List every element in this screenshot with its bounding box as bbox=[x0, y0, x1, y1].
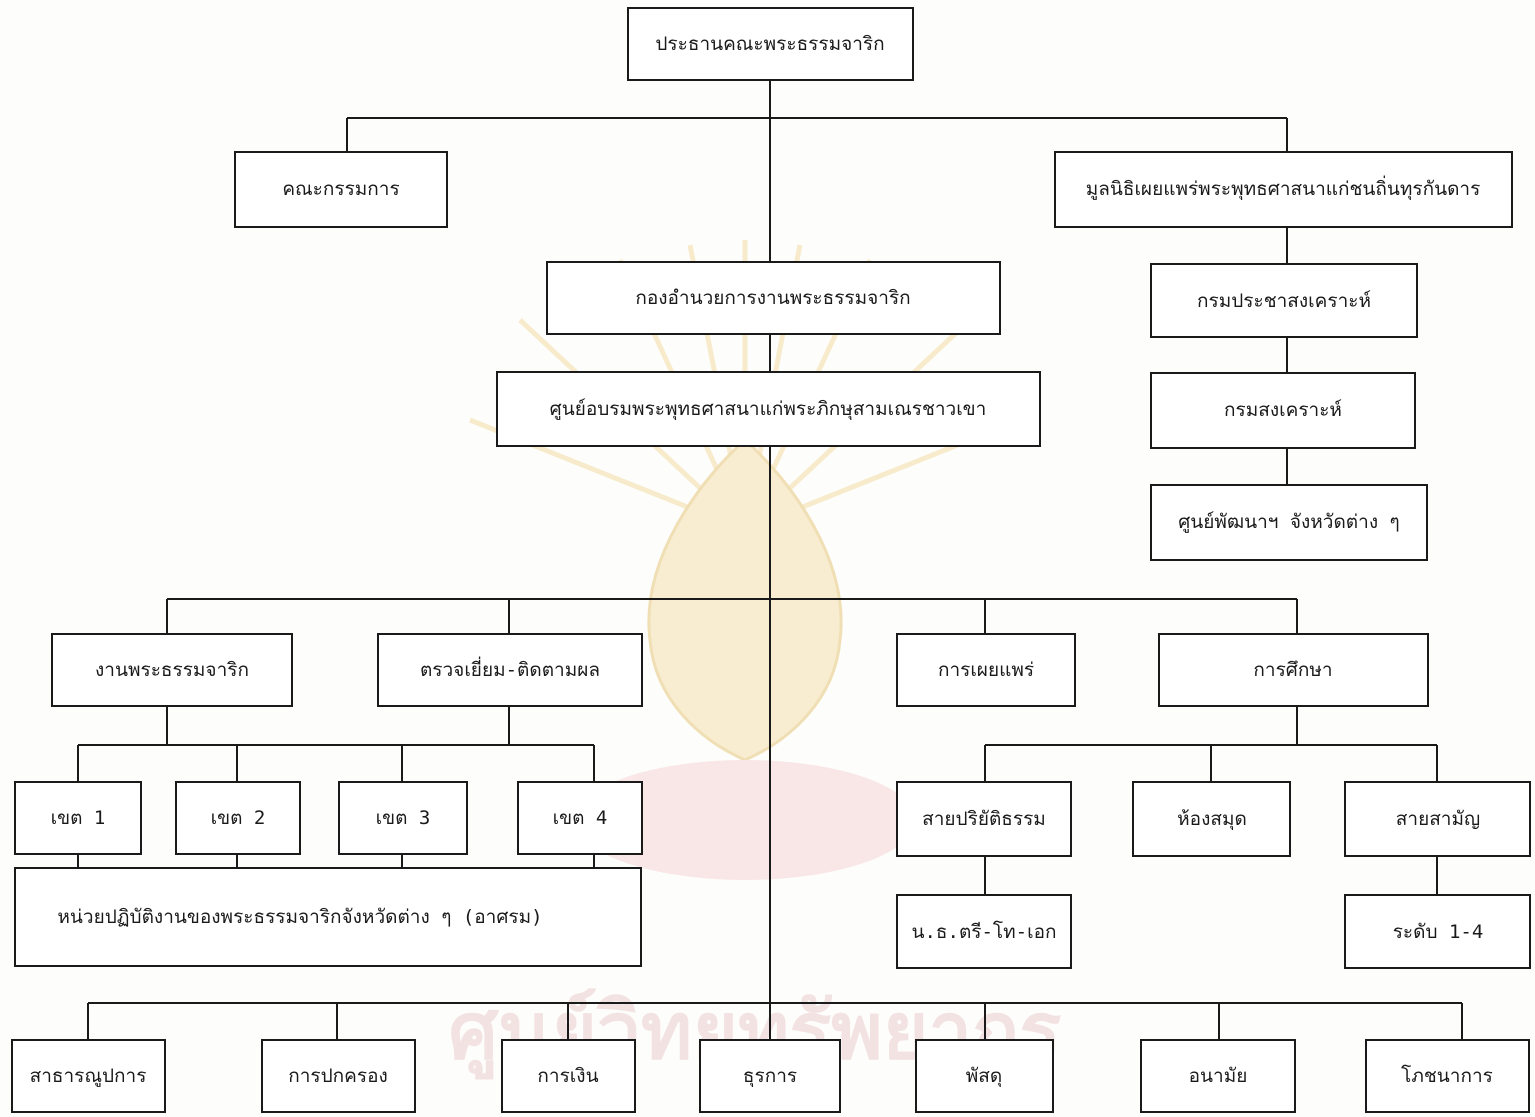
node-inspection: ตรวจเยี่ยม-ติดตามผล bbox=[377, 633, 643, 707]
node-label: สายสามัญ bbox=[1396, 808, 1480, 830]
node-welfare-dept: กรมสงเคราะห์ bbox=[1150, 372, 1416, 449]
node-zone-1: เขต 1 bbox=[14, 781, 142, 855]
node-finance: การเงิน bbox=[501, 1039, 636, 1113]
node-label: ธุรการ bbox=[743, 1065, 797, 1088]
node-label: เขต 1 bbox=[51, 807, 106, 829]
node-label: มูลนิธิเผยแพร่พระพุทธศาสนาแก่ชนถิ่นทุรกั… bbox=[1086, 175, 1481, 201]
watermark-base bbox=[575, 760, 915, 880]
node-dhamma-levels: น.ธ.ตรี-โท-เอก bbox=[896, 894, 1072, 969]
node-zone-2: เขต 2 bbox=[175, 781, 301, 855]
node-label: กรมประชาสงเคราะห์ bbox=[1197, 290, 1371, 312]
node-label: การเผยแพร่ bbox=[938, 659, 1034, 681]
node-foundation: มูลนิธิเผยแพร่พระพุทธศาสนาแก่ชนถิ่นทุรกั… bbox=[1054, 151, 1513, 228]
node-label: ระดับ 1-4 bbox=[1393, 921, 1484, 943]
node-label: การปกครอง bbox=[288, 1065, 388, 1087]
node-label: งานพระธรรมจาริก bbox=[95, 659, 249, 681]
node-education: การศึกษา bbox=[1158, 633, 1429, 707]
node-label: น.ธ.ตรี-โท-เอก bbox=[911, 920, 1056, 943]
node-health: อนามัย bbox=[1140, 1039, 1296, 1113]
node-label: สาธารณูปการ bbox=[30, 1065, 147, 1087]
node-label: ศูนย์พัฒนาฯ จังหวัดต่าง ๆ bbox=[1178, 511, 1400, 533]
node-training-center: ศูนย์อบรมพระพุทธศาสนาแก่พระภิกษุสามเณรชา… bbox=[496, 371, 1041, 447]
node-label: เขต 3 bbox=[376, 807, 431, 829]
node-label: ประธานคณะพระธรรมจาริก bbox=[655, 33, 884, 55]
node-label: การเงิน bbox=[537, 1065, 598, 1087]
node-label: อนามัย bbox=[1189, 1065, 1248, 1087]
node-label: เขต 2 bbox=[211, 807, 266, 829]
node-levels: ระดับ 1-4 bbox=[1344, 894, 1531, 969]
node-dhamma-track: สายปริยัติธรรม bbox=[896, 781, 1072, 857]
node-general-track: สายสามัญ bbox=[1344, 781, 1531, 857]
node-committee: คณะกรรมการ bbox=[234, 151, 448, 228]
node-units: หน่วยปฏิบัติงานของพระธรรมจาริกจังหวัดต่า… bbox=[14, 867, 642, 967]
node-nutrition: โภชนาการ bbox=[1365, 1039, 1530, 1113]
node-label: กรมสงเคราะห์ bbox=[1224, 399, 1342, 421]
node-public-welfare-dept: กรมประชาสงเคราะห์ bbox=[1150, 263, 1418, 338]
node-label: สายปริยัติธรรม bbox=[922, 808, 1046, 830]
node-label: คณะกรรมการ bbox=[282, 178, 399, 200]
node-label: หน่วยปฏิบัติงานของพระธรรมจาริกจังหวัดต่า… bbox=[57, 906, 542, 928]
node-public-works: สาธารณูปการ bbox=[11, 1039, 166, 1113]
node-propagation: การเผยแพร่ bbox=[896, 633, 1076, 707]
node-zone-4: เขต 4 bbox=[517, 781, 643, 855]
node-label: ศูนย์อบรมพระพุทธศาสนาแก่พระภิกษุสามเณรชา… bbox=[550, 398, 987, 421]
node-library: ห้องสมุด bbox=[1132, 781, 1291, 857]
node-supplies: พัสดุ bbox=[915, 1039, 1054, 1113]
node-label: การศึกษา bbox=[1253, 659, 1332, 681]
node-provincial-centers: ศูนย์พัฒนาฯ จังหวัดต่าง ๆ bbox=[1150, 484, 1428, 561]
node-directorate: กองอำนวยการงานพระธรรมจาริก bbox=[546, 261, 1001, 335]
node-zone-3: เขต 3 bbox=[338, 781, 468, 855]
node-label: กองอำนวยการงานพระธรรมจาริก bbox=[635, 287, 910, 309]
node-label: ตรวจเยี่ยม-ติดตามผล bbox=[420, 656, 600, 681]
node-label: ห้องสมุด bbox=[1177, 808, 1247, 831]
connectors bbox=[77, 80, 1463, 1040]
node-administration: การปกครอง bbox=[261, 1039, 416, 1113]
node-clerical: ธุรการ bbox=[699, 1039, 841, 1113]
node-label: พัสดุ bbox=[966, 1065, 1002, 1088]
node-label: เขต 4 bbox=[553, 807, 608, 829]
node-label: โภชนาการ bbox=[1401, 1064, 1493, 1087]
node-chairman: ประธานคณะพระธรรมจาริก bbox=[627, 7, 914, 81]
node-dhammacarik-work: งานพระธรรมจาริก bbox=[51, 633, 293, 707]
